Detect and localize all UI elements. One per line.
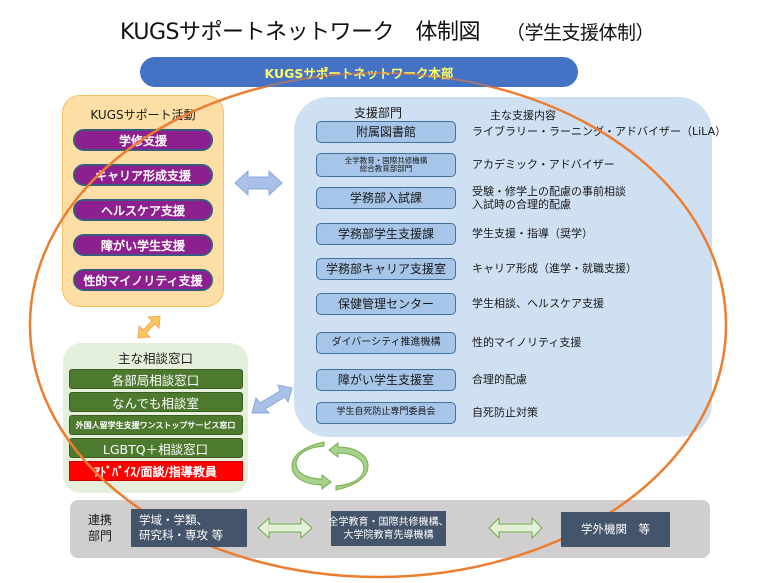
department-content: ライブラリー・ラーニング・アドバイザー（LiLA） (472, 125, 727, 139)
activities-header: KUGSサポート活動 (90, 108, 196, 122)
activity-item[interactable]: 学修支援 (73, 129, 213, 151)
consultation-item[interactable]: 外国人留学生支援ワンストップサービス窓口 (68, 415, 243, 435)
title-sub: （学生支援体制） (505, 22, 655, 44)
department-row: 附属図書館 ライブラリー・ラーニング・アドバイザー（LiLA） (316, 121, 726, 143)
department-row: 学務部入試課 受験・修学上の配慮の事前相談 入試時の合理的配慮 (316, 185, 626, 211)
department-content: アカデミック・アドバイザー (472, 158, 615, 172)
departments-panel: 支援部門 主な支援内容 附属図書館 ライブラリー・ラーニング・アドバイザー（Li… (294, 97, 726, 437)
department-box[interactable]: 全学教育・国際共修機構 総合教育部部門 (316, 153, 456, 177)
department-content: 学生支援・指導（奨学） (472, 227, 593, 241)
department-box[interactable]: ダイバーシティ推進機構 (316, 332, 456, 354)
department-box[interactable]: 学務部入試課 (316, 187, 456, 210)
collab-node-institutes[interactable]: 全学教育・国際共修機構、 大学院教育先導機構 (329, 511, 449, 546)
department-box[interactable]: 学務部学生支援課 (316, 223, 456, 245)
departments-column-header: 支援部門 (354, 106, 403, 120)
department-box[interactable]: 障がい学生支援室 (316, 369, 456, 391)
blue-diagonal-arrow-icon (251, 384, 293, 414)
consultation-panel: 主な相談窓口 各部局相談窓口 なんでも相談室 外国人留学生支援ワンストップサービ… (63, 343, 248, 493)
department-content: 受験・修学上の配慮の事前相談 入試時の合理的配慮 (472, 185, 626, 212)
department-content: 自死防止対策 (472, 406, 538, 420)
activity-item[interactable]: キャリア形成支援 (73, 164, 213, 186)
headquarters-bar[interactable]: KUGSサポートネットワーク本部 (140, 57, 578, 87)
department-row: 保健管理センター 学生相談、ヘルスケア支援 (316, 293, 604, 315)
department-box[interactable]: 学務部キャリア支援室 (316, 258, 456, 280)
consultation-highlight[interactable]: ｱﾄﾞﾊﾞｲｽ/面談/指導教員 (68, 461, 243, 481)
department-content: 合理的配慮 (472, 373, 527, 387)
department-row: 学務部キャリア支援室 キャリア形成（進学・就職支援） (316, 258, 637, 280)
page-title: KUGSサポートネットワーク 体制図 （学生支援体制） (0, 14, 774, 46)
blue-double-arrow-icon (234, 169, 283, 197)
collab-node-external[interactable]: 学外機関 等 (561, 512, 670, 547)
department-box[interactable]: 学生自死防止専門委員会 (316, 402, 456, 424)
department-content: キャリア形成（進学・就職支援） (472, 262, 637, 276)
department-box[interactable]: 保健管理センター (316, 293, 456, 315)
collab-node-faculties[interactable]: 学域・学類、 研究科・専攻 等 (131, 509, 247, 547)
department-row: 学生自死防止専門委員会 自死防止対策 (316, 402, 538, 424)
department-content: 学生相談、ヘルスケア支援 (472, 297, 604, 311)
activities-panel: KUGSサポート活動 学修支援 キャリア形成支援 ヘルスケア支援 障がい学生支援… (62, 95, 224, 307)
department-row: ダイバーシティ推進機構 性的マイノリティ支援 (316, 332, 581, 354)
department-content: 性的マイノリティ支援 (472, 336, 582, 350)
activity-item[interactable]: 性的マイノリティ支援 (73, 269, 213, 291)
department-row: 障がい学生支援室 合理的配慮 (316, 369, 527, 391)
activity-item[interactable]: 障がい学生支援 (73, 234, 213, 256)
consultation-item[interactable]: LGBTQ＋相談窓口 (68, 438, 243, 458)
consultation-item[interactable]: 各部局相談窓口 (68, 369, 243, 389)
department-row: 学務部学生支援課 学生支援・指導（奨学） (316, 223, 593, 245)
cycle-arrows-icon (291, 441, 369, 491)
consultation-item[interactable]: なんでも相談室 (68, 392, 243, 412)
department-box[interactable]: 附属図書館 (316, 121, 456, 143)
title-main: KUGSサポートネットワーク 体制図 (120, 20, 480, 45)
department-row: 全学教育・国際共修機構 総合教育部部門 アカデミック・アドバイザー (316, 153, 615, 177)
headquarters-label: KUGSサポートネットワーク本部 (264, 65, 454, 81)
orange-diagonal-arrow-icon (137, 315, 161, 339)
consultation-header: 主な相談窓口 (117, 351, 193, 366)
collaboration-label: 連携 部門 (88, 513, 113, 544)
activity-item[interactable]: ヘルスケア支援 (73, 199, 213, 221)
